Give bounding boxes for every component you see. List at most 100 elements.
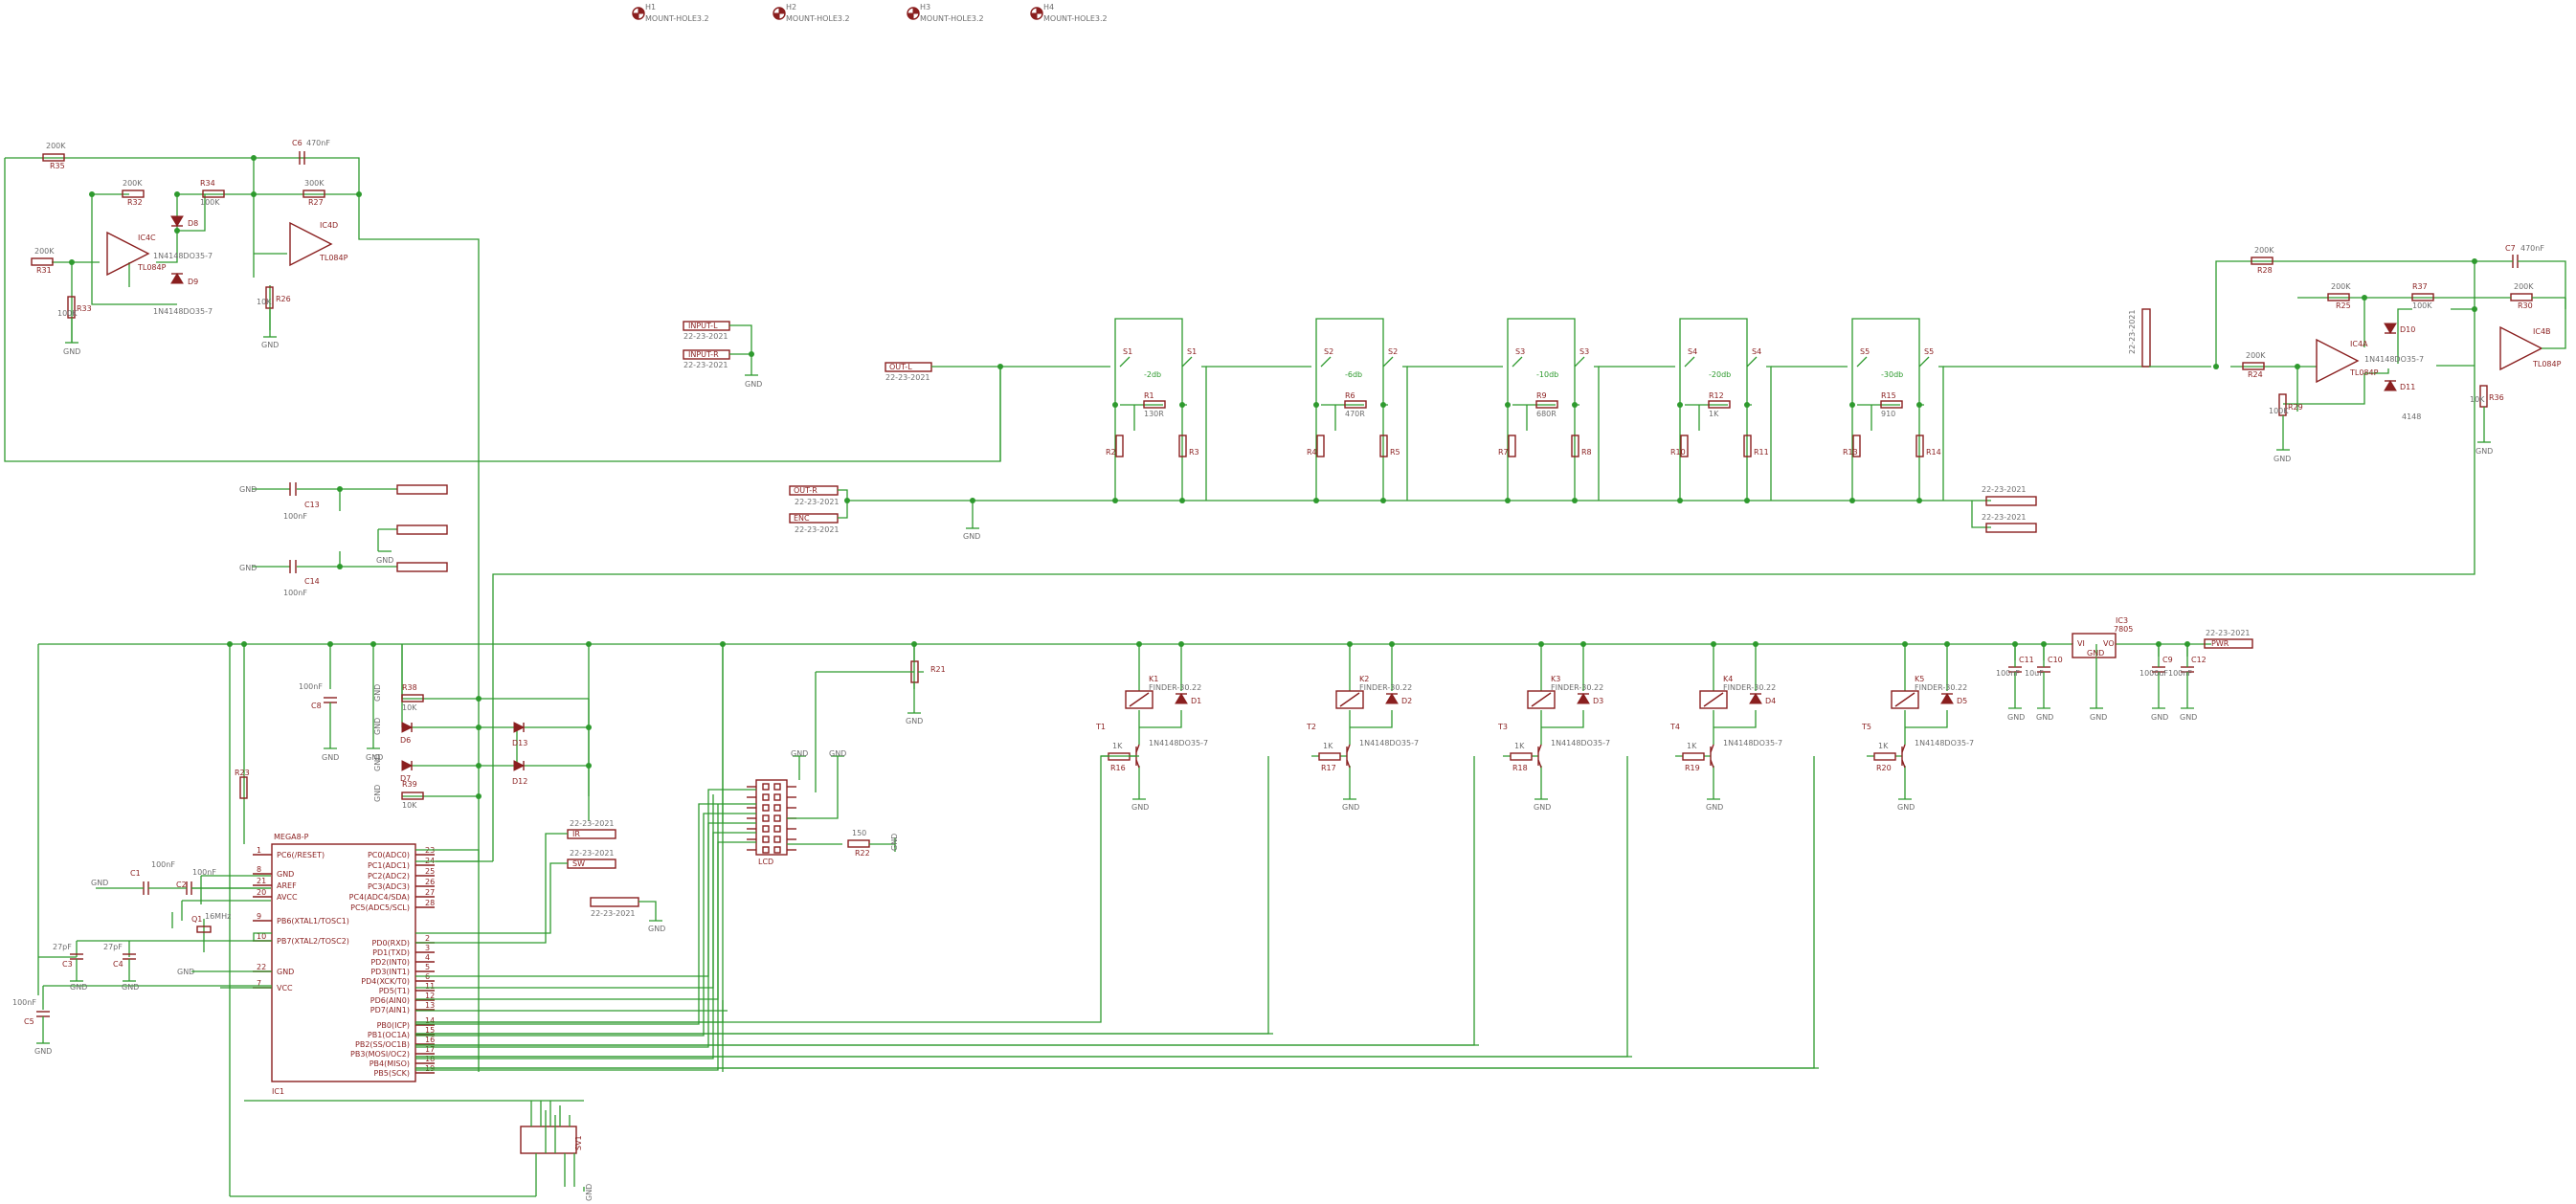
stage-gain: -20db <box>1709 370 1731 379</box>
ic3-ref: IC3 <box>2116 616 2128 625</box>
stage-res-value: 1K <box>1709 410 1719 418</box>
sw-value: 22-23-2021 <box>570 849 615 858</box>
c1-ref: C1 <box>130 869 141 878</box>
base-resistor-value: 1K <box>1687 742 1697 750</box>
ic4b-ref: IC4B <box>2533 327 2551 336</box>
mcu-pin-label: PB1(OC1A) <box>368 1031 410 1039</box>
mcu-pin-label: PC2(ADC2) <box>368 872 410 881</box>
r28-ref: R28 <box>2257 266 2273 275</box>
mcu-pin-label: PC1(ADC1) <box>368 861 410 870</box>
conn-value: 22-23-2021 <box>591 909 636 918</box>
mid-connectors: 22-23-2021 IR 22-23-2021 SW 22-23-2021 G… <box>415 819 665 944</box>
conn-value: 22-23-2021 <box>1982 485 2027 494</box>
diode-ref: D3 <box>1593 697 1603 705</box>
d11-ref: D11 <box>2400 383 2415 391</box>
resistor-r27 <box>302 190 325 198</box>
cap-value: 100nF <box>1996 669 2020 678</box>
mcu-pin-label: PD0(RXD) <box>371 939 410 948</box>
gnd-label: GND <box>791 749 808 758</box>
q1-ref: Q1 <box>191 915 202 924</box>
opamp-ic4d <box>289 221 333 267</box>
base-resistor-ref: R17 <box>1321 764 1336 772</box>
header-sv <box>2141 308 2151 368</box>
resistor-r34 <box>202 190 225 198</box>
gnd-label: GND <box>261 341 279 349</box>
shunt-ref: R3 <box>1189 448 1199 457</box>
relay-contact-ref: S3 <box>1579 347 1589 356</box>
r37-value: 100K <box>2412 301 2432 310</box>
stage-res-value: 910 <box>1881 410 1895 418</box>
mcu-pin-number: 11 <box>425 982 435 991</box>
relay-coil <box>1527 690 1556 709</box>
regulator-section: IC3 7805 VI VO GND GND 22-23-2021 PWR C1… <box>1996 616 2253 722</box>
resistor-shunt <box>1915 435 1924 457</box>
r32-ref: R32 <box>127 198 143 207</box>
mcu-pin-number: 28 <box>425 899 435 907</box>
mount-hole-value: MOUNT-HOLE3.2 <box>645 14 709 23</box>
q1-value: 16MHz <box>205 912 231 921</box>
stage-gain: -10db <box>1536 370 1558 379</box>
base-resistor <box>1318 752 1341 761</box>
mcu-pin-label: PB7(XTAL2/TOSC2) <box>277 937 349 946</box>
r31-ref: R31 <box>36 266 52 275</box>
lcd-connector <box>755 779 788 856</box>
resistor-series <box>1535 400 1558 409</box>
mount-hole-value: MOUNT-HOLE3.2 <box>786 14 850 23</box>
crystal-q1 <box>196 925 212 933</box>
diode-value: 1N4148DO35-7 <box>1551 739 1610 747</box>
mcu-pin-number: 25 <box>425 867 435 876</box>
r33-value: 100K <box>57 309 78 318</box>
r29-value: 100K <box>2269 407 2289 415</box>
base-resistor <box>1510 752 1533 761</box>
mcu-pin-label: PC0(ADC0) <box>368 851 410 859</box>
r27-value: 300K <box>304 179 325 188</box>
cap-ref: C9 <box>2162 656 2173 664</box>
lcd-header: LCD GND GND 150 R22 GND R21 GND <box>722 644 946 1072</box>
flyback-diode <box>1385 693 1399 704</box>
base-resistor-ref: R18 <box>1512 764 1528 772</box>
gnd-label: GND <box>829 749 846 758</box>
mcu-pin-label: PC5(ADC5/SCL) <box>350 903 410 912</box>
resistor-shunt <box>1508 435 1516 457</box>
gnd-label: GND <box>585 1184 594 1201</box>
shunt-ref: R14 <box>1926 448 1941 457</box>
input-l-label: INPUT-L <box>688 322 718 330</box>
c13-value: 100nF <box>283 512 307 521</box>
r24-ref: R24 <box>2248 370 2263 379</box>
d9-value: 1N4148DO35-7 <box>153 307 213 316</box>
gnd-label: GND <box>2274 455 2291 463</box>
mcu-pin-label: PD1(TXD) <box>372 948 410 957</box>
cap-value: 1000uF <box>2139 669 2168 678</box>
ladder-in-value: 22-23-2021 <box>885 373 930 382</box>
mcu-pin-label: PC3(ADC3) <box>368 882 410 891</box>
conn-value: 22-23-2021 <box>2128 310 2137 355</box>
resistor-shunt <box>1852 435 1861 457</box>
gnd-label: GND <box>1534 803 1551 812</box>
c6-value: 470nF <box>306 139 330 147</box>
gnd-label: GND <box>2090 713 2107 722</box>
shunt-ref: R13 <box>1843 448 1858 457</box>
gnd-label: GND <box>322 753 339 762</box>
c1-value: 100nF <box>151 860 175 869</box>
mcu-pin-number: 13 <box>425 1001 435 1010</box>
gnd-label: GND <box>1342 803 1359 812</box>
gnd-label: GND <box>890 834 899 851</box>
gnd-label: GND <box>745 380 762 389</box>
mcu-pin-number: 16 <box>425 1036 435 1044</box>
r29-ref: R29 <box>2288 403 2303 412</box>
mcu-body <box>271 843 416 1082</box>
d10-ref: D10 <box>2400 325 2415 334</box>
mcu-ref: IC1 <box>272 1087 284 1096</box>
shunt-ref: R5 <box>1390 448 1400 457</box>
ic4a-ref: IC4A <box>2350 340 2368 348</box>
lcd-label: LCD <box>758 858 773 866</box>
ic4a-part: TL084P <box>2349 368 2379 377</box>
cap-value: 10uF <box>2025 669 2044 678</box>
r34-ref: R34 <box>200 179 215 188</box>
relay-coil <box>1335 690 1364 709</box>
gnd-label: GND <box>376 556 393 565</box>
pwr-value: 22-23-2021 <box>2206 629 2251 637</box>
